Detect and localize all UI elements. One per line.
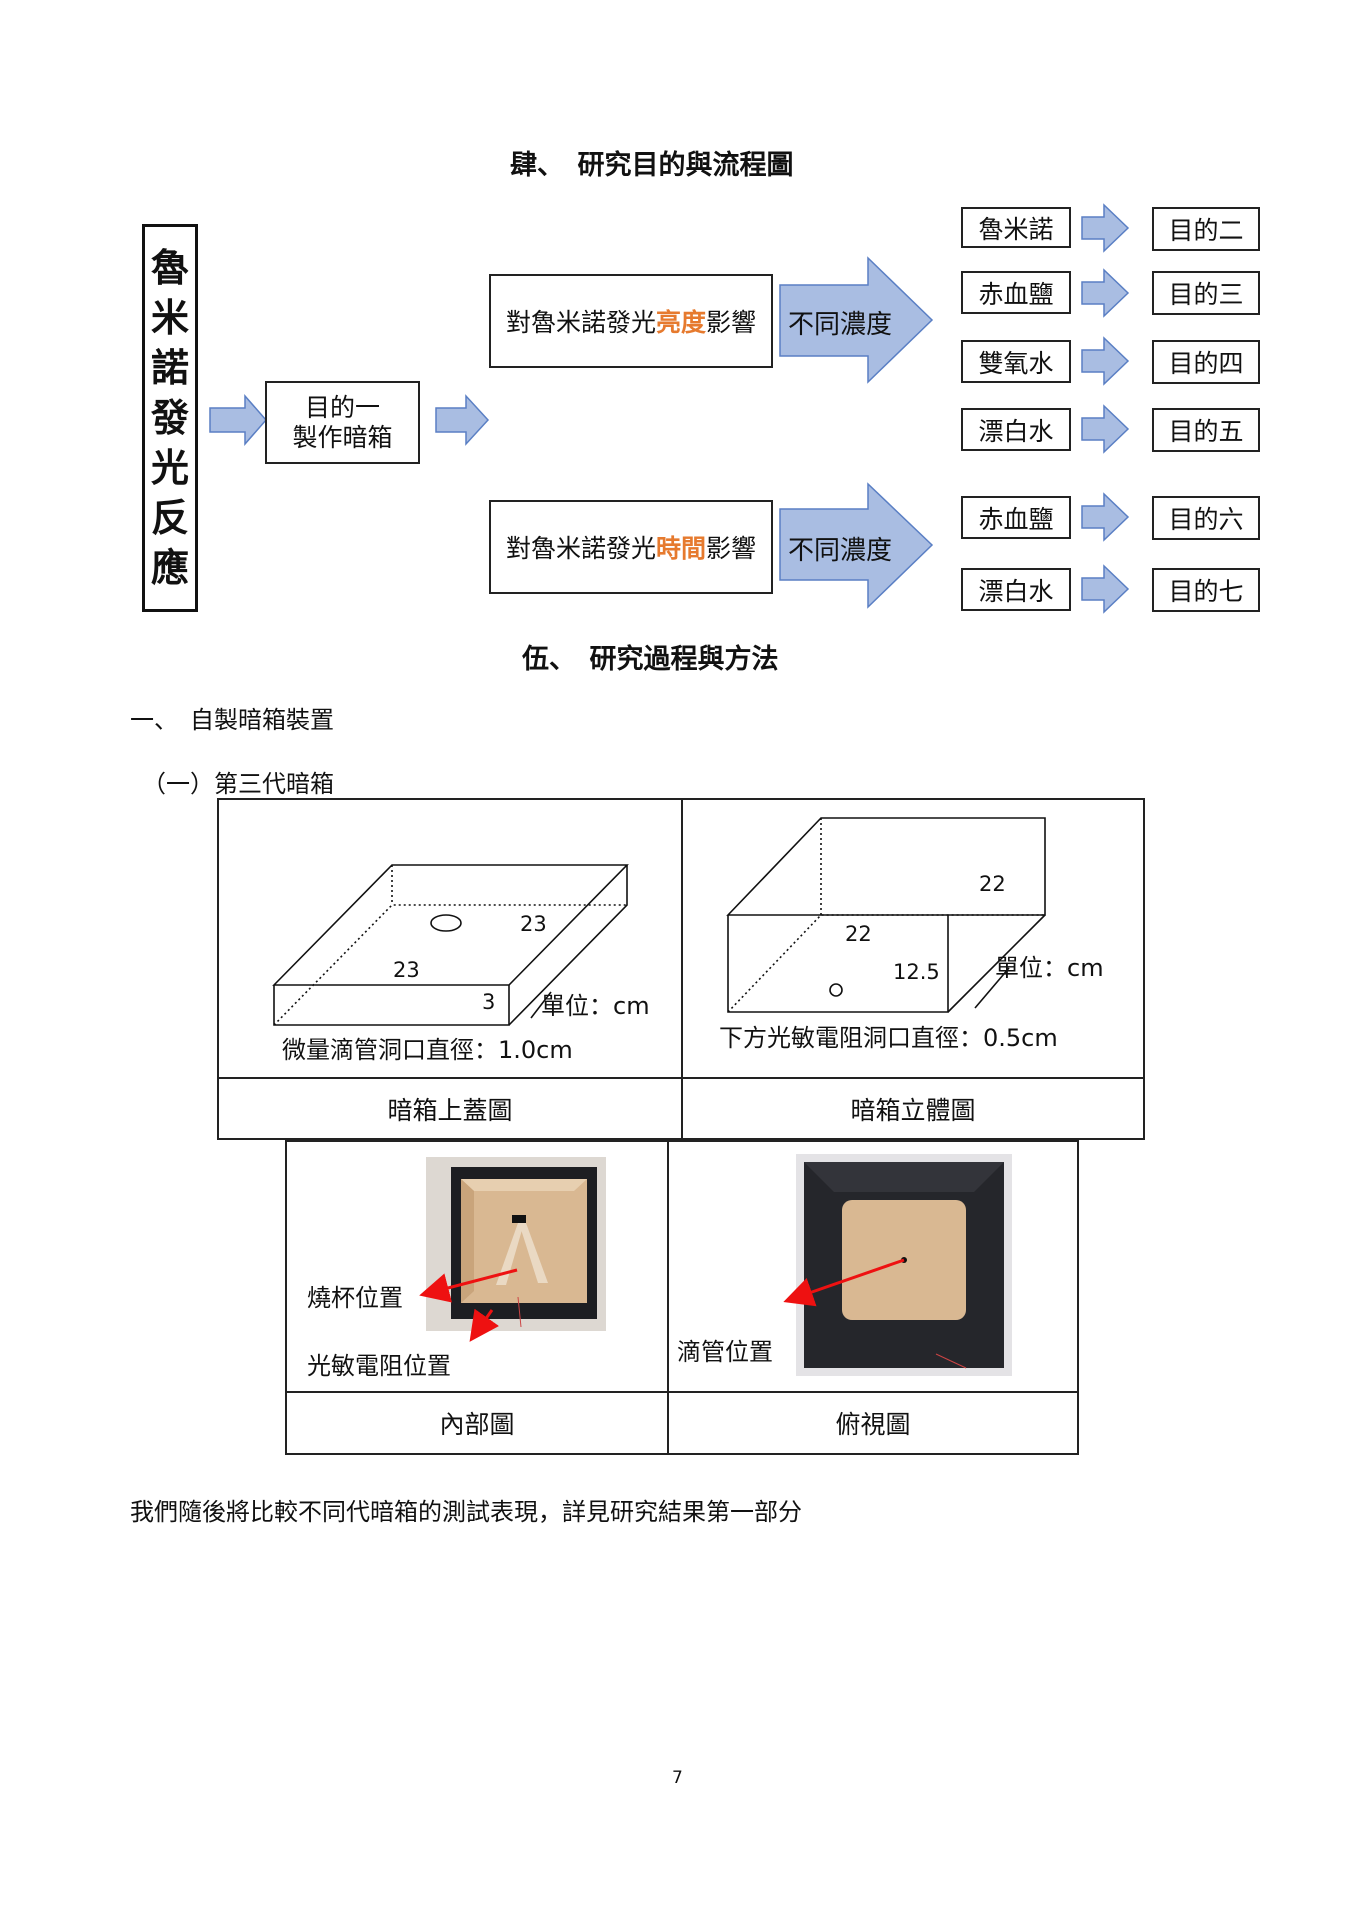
lid-hole-note: 微量滴管洞口直徑：1.0cm [282, 1036, 573, 1064]
arrow-row [1081, 336, 1130, 386]
lid-dim-top: 23 [520, 912, 547, 936]
sensor-pointer-arrow [469, 1308, 500, 1342]
vertical-title-box: 魯 米 諾 發 光 反 應 [142, 224, 198, 612]
box-hole-note: 下方光敏電阻洞口直徑：0.5cm [719, 1024, 1058, 1052]
arrow-from-purpose1 [435, 394, 490, 446]
time-effect-box: 對魯米諾發光時間影響 [489, 500, 773, 594]
vertical-title-char: 發 [150, 396, 189, 440]
sensor-position-label: 光敏電阻位置 [307, 1352, 451, 1380]
interior-photo [426, 1157, 606, 1331]
brightness-text-pre: 對魯米諾發光 [505, 308, 656, 337]
big-arrow-brightness [779, 256, 934, 384]
goal-box: 目的三 [1152, 271, 1260, 315]
time-highlight: 時間 [655, 534, 706, 563]
arrow-to-purpose1 [209, 394, 267, 446]
vertical-title-char: 魯 [150, 246, 189, 290]
big-arrow-time [779, 482, 934, 609]
goal-box: 目的四 [1152, 340, 1260, 384]
flow-arrows [209, 203, 1130, 614]
arrow-row [1081, 404, 1130, 454]
substance-box: 雙氧水 [961, 340, 1071, 383]
vertical-title-char: 光 [150, 446, 189, 490]
substance-box: 漂白水 [961, 568, 1071, 611]
caption-interior: 內部圖 [439, 1410, 515, 1439]
arrow-row [1081, 203, 1130, 253]
vertical-title-char: 米 [150, 296, 189, 340]
purpose1-box: 目的一 製作暗箱 [265, 381, 420, 464]
lid-diagram [272, 864, 629, 1026]
goal-box: 目的六 [1152, 496, 1260, 540]
lid-unit: 單位：cm [541, 992, 650, 1020]
beaker-position-label: 燒杯位置 [307, 1284, 403, 1312]
section-heading-5: 伍、 研究過程與方法 [522, 644, 779, 675]
purpose1-line2: 製作暗箱 [292, 422, 393, 452]
substance-box: 赤血鹽 [961, 271, 1071, 314]
beaker-pointer-arrow [419, 1268, 518, 1303]
table-divider [667, 1142, 669, 1453]
time-text-pre: 對魯米諾發光 [505, 534, 656, 563]
substance-box: 赤血鹽 [961, 496, 1071, 539]
page-number: 7 [672, 1768, 683, 1788]
brightness-highlight: 亮度 [655, 308, 706, 337]
box-dim-height: 12.5 [893, 960, 940, 984]
arrow-row [1081, 268, 1130, 318]
arrow-row [1081, 564, 1130, 614]
sensor-hole-icon [829, 983, 843, 997]
arrow-row [1081, 492, 1130, 542]
lid-dim-left: 23 [393, 958, 420, 982]
lid-dim-height: 3 [482, 990, 496, 1014]
caption-lid: 暗箱上蓋圖 [387, 1095, 513, 1125]
brightness-text-post: 影響 [706, 308, 757, 337]
table-divider [219, 1077, 1143, 1079]
goal-box: 目的七 [1152, 568, 1260, 612]
box-3d-diagram [726, 817, 1046, 1013]
section-heading-4: 肆、 研究目的與流程圖 [510, 150, 794, 181]
vertical-title-char: 諾 [150, 346, 189, 390]
footer-paragraph: 我們隨後將比較不同代暗箱的測試表現，詳見研究結果第一部分 [130, 1498, 802, 1526]
vertical-title-char: 應 [150, 546, 189, 590]
time-text-post: 影響 [706, 534, 757, 563]
section-1-title: 一、 自製暗箱裝置 [130, 706, 334, 734]
subsection-1-title: （一）第三代暗箱 [142, 770, 334, 798]
dark-box-diagram-table: 23 23 3 單位：cm 微量滴管洞口直徑：1.0cm 22 22 12.5 … [217, 798, 1145, 1140]
goal-box: 目的二 [1152, 207, 1260, 251]
top-view-photo [796, 1154, 1012, 1376]
dark-box-photo-table: 燒杯位置 光敏電阻位置 滴管位置 內部圖 俯視圖 [285, 1140, 1079, 1455]
dropper-hole-icon [430, 914, 462, 932]
vertical-title-char: 反 [150, 496, 189, 540]
substance-box: 魯米諾 [961, 207, 1071, 248]
brightness-effect-box: 對魯米諾發光亮度影響 [489, 274, 773, 368]
goal-box: 目的五 [1152, 408, 1260, 452]
caption-box: 暗箱立體圖 [850, 1095, 976, 1125]
dropper-pointer-arrow [783, 1258, 905, 1307]
box-dim-front: 22 [845, 922, 872, 946]
substance-box: 漂白水 [961, 408, 1071, 451]
table-divider [287, 1391, 1077, 1393]
purpose1-line1: 目的一 [304, 392, 380, 422]
concentration-label: 不同濃度 [788, 536, 893, 566]
table-divider [681, 800, 683, 1138]
concentration-label: 不同濃度 [788, 310, 893, 340]
caption-top-view: 俯視圖 [835, 1410, 911, 1439]
box-unit: 單位：cm [995, 954, 1104, 982]
pointer-arrows [419, 1258, 905, 1342]
box-dim-back: 22 [979, 872, 1006, 896]
dropper-position-label: 滴管位置 [677, 1338, 773, 1366]
